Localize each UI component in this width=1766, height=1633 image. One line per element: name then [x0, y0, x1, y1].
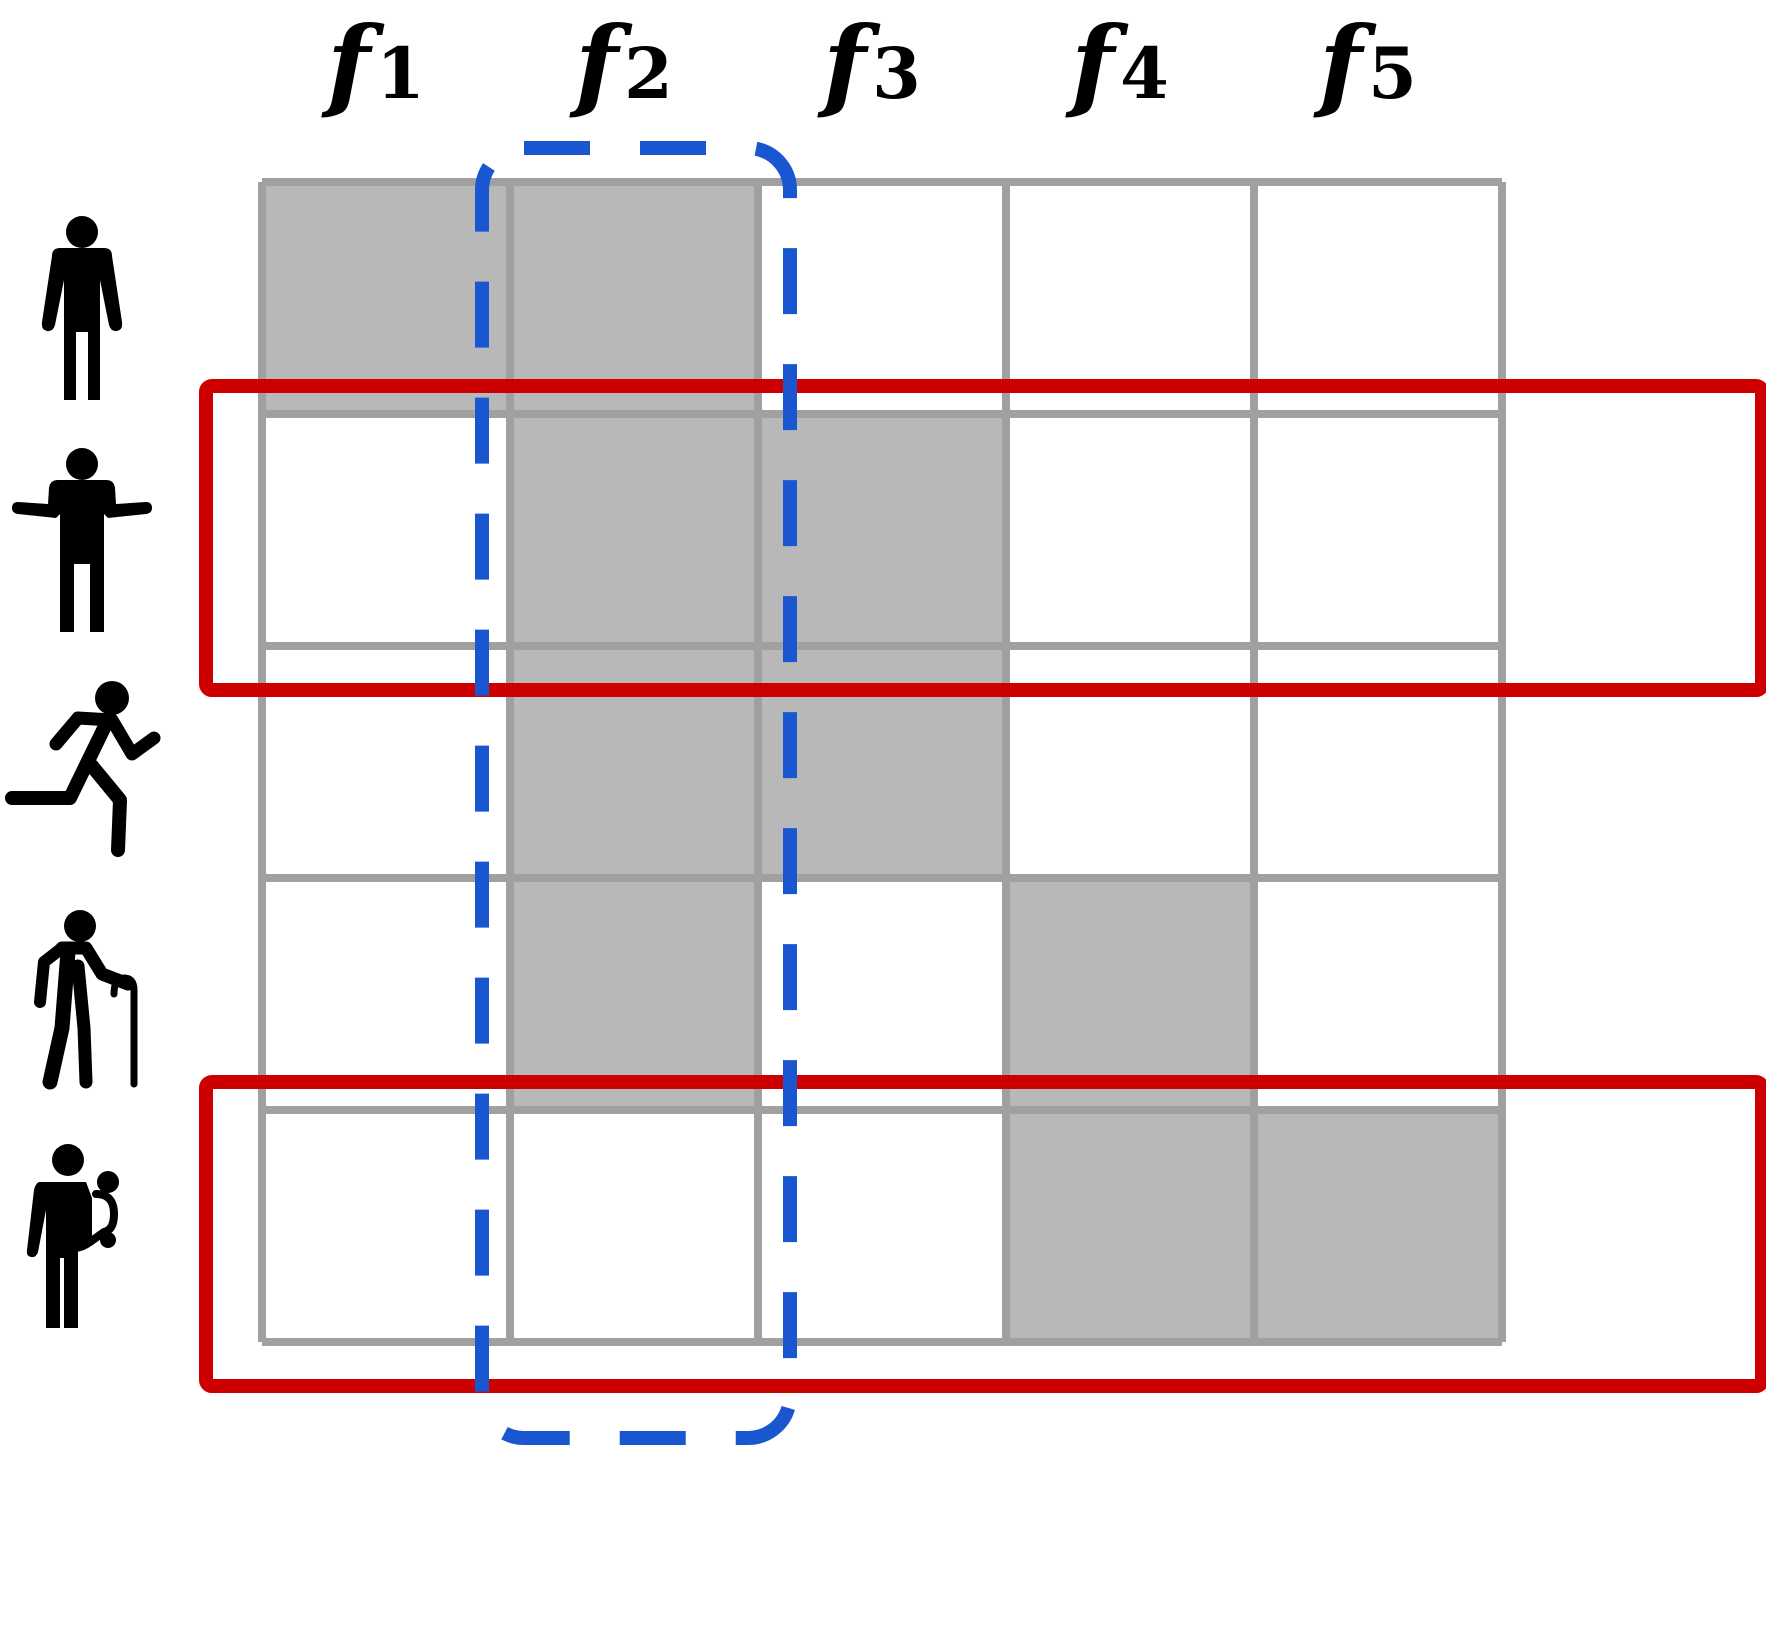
matrix-cell-r4-c3-empty: [758, 878, 1006, 1110]
matrix-cell-r3-c1-empty: [262, 646, 510, 878]
matrix-cell-r4-c1-empty: [262, 878, 510, 1110]
matrix-cell-r4-c5-empty: [1254, 878, 1502, 1110]
column-highlight-box-2: [475, 141, 797, 1445]
matrix-cell-r2-c5-empty: [1254, 414, 1502, 646]
row-icons: [12, 216, 154, 1328]
matrix-cell-r1-c4-empty: [1006, 182, 1254, 414]
matrix-cell-r4-c4-filled: [1006, 878, 1254, 1110]
column-index: 5: [1368, 32, 1417, 115]
matrix-cell-r2-c1-empty: [262, 414, 510, 646]
row-highlight-box-2: [199, 379, 1766, 697]
matrix-cell-r4-c2-filled: [510, 878, 758, 1110]
matrix-cell-r3-c5-empty: [1254, 646, 1502, 878]
matrix-cell-r5-c4-filled: [1006, 1110, 1254, 1342]
matrix-cell-r5-c3-empty: [758, 1110, 1006, 1342]
column-headers: f1 f2 f3 f4 f5: [321, 4, 1417, 122]
running-person-icon: [12, 681, 154, 850]
matrix-cell-r2-c4-empty: [1006, 414, 1254, 646]
matrix-cell-r1-c5-empty: [1254, 182, 1502, 414]
matrix-cell-r2-c2-filled: [510, 414, 758, 646]
row-highlight-box-5: [199, 1075, 1766, 1393]
highlight-overlays: [199, 141, 1766, 1445]
matrix-cells: [262, 182, 1502, 1342]
column-header-4: f4: [1065, 4, 1169, 122]
matrix-cell-r5-c1-empty: [262, 1110, 510, 1342]
column-index: 2: [624, 32, 673, 115]
standing-person-icon: [41, 216, 123, 400]
matrix-cell-r3-c4-empty: [1006, 646, 1254, 878]
matrix-cell-r3-c2-filled: [510, 646, 758, 878]
column-header-5: f5: [1313, 4, 1417, 122]
elderly-person-with-cane-icon: [40, 910, 134, 1084]
person-carrying-child-icon: [27, 1144, 119, 1328]
column-header-1: f1: [321, 4, 425, 122]
column-index: 3: [872, 32, 921, 115]
matrix-cell-r1-c3-empty: [758, 182, 1006, 414]
matrix-cell-r1-c1-filled: [262, 182, 510, 414]
matrix-cell-r5-c5-filled: [1254, 1110, 1502, 1342]
matrix-gridlines: [258, 178, 1506, 1346]
matrix-cell-r2-c3-filled: [758, 414, 1006, 646]
matrix-cell-r5-c2-empty: [510, 1110, 758, 1342]
matrix-cell-r1-c2-filled: [510, 182, 758, 414]
shrugging-person-icon: [12, 448, 152, 632]
column-index: 1: [376, 32, 425, 115]
column-header-3: f3: [817, 4, 921, 122]
column-header-2: f2: [569, 4, 673, 122]
column-index: 4: [1120, 32, 1169, 115]
